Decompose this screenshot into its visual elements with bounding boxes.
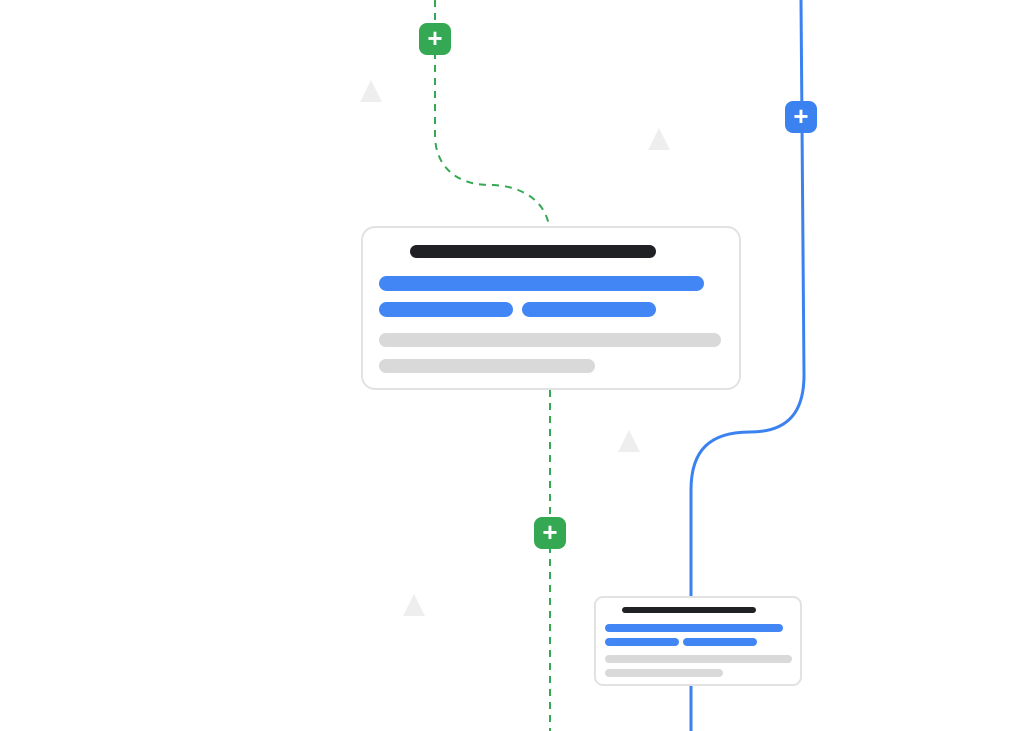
flow-card-small[interactable] xyxy=(594,596,802,686)
add-step-button[interactable]: + xyxy=(419,23,451,55)
plus-icon: + xyxy=(793,101,809,131)
triangle-icon xyxy=(403,594,425,616)
plus-icon: + xyxy=(427,23,443,53)
card-accent-bar xyxy=(379,302,513,317)
card-muted-bar xyxy=(605,655,792,663)
card-muted-bar xyxy=(605,669,723,677)
card-accent-bar xyxy=(683,638,757,646)
add-step-button[interactable]: + xyxy=(785,101,817,133)
triangle-icon xyxy=(648,128,670,150)
flow-card-large[interactable] xyxy=(361,226,741,390)
connector-blue xyxy=(689,0,806,731)
card-title-bar xyxy=(622,607,756,613)
card-muted-bar xyxy=(379,359,595,373)
card-title-bar xyxy=(410,245,656,258)
plus-icon: + xyxy=(542,517,558,547)
card-muted-bar xyxy=(379,333,721,347)
card-accent-bar xyxy=(379,276,704,291)
triangle-icon xyxy=(360,80,382,102)
card-accent-bar xyxy=(605,624,783,632)
triangle-icon xyxy=(618,430,640,452)
add-step-button[interactable]: + xyxy=(534,517,566,549)
card-accent-bar xyxy=(522,302,656,317)
connector-green-top xyxy=(434,0,550,227)
card-accent-bar xyxy=(605,638,679,646)
